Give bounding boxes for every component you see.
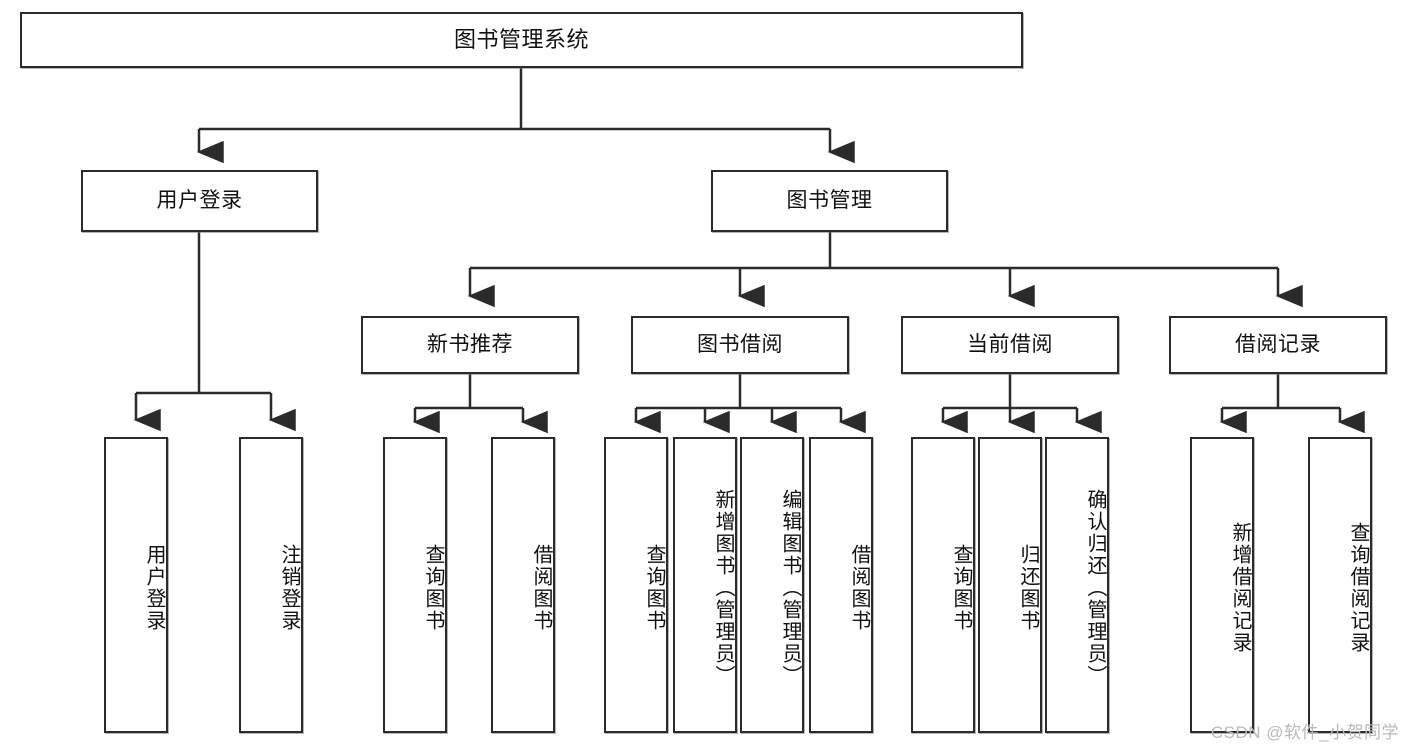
leaf-borrow-record-add-record[interactable]: 新增借阅记录: [1190, 437, 1254, 733]
leaf-label: 新增图书（管理员）: [712, 489, 734, 687]
leaf-book-borrow-query-book[interactable]: 查询图书: [604, 437, 668, 733]
leaf-label: 查询图书: [950, 544, 972, 632]
leaf-label: 查询图书: [422, 544, 444, 632]
node-new-book-recommend[interactable]: 新书推荐: [361, 316, 579, 374]
leaf-borrow-record-query-record[interactable]: 查询借阅记录: [1308, 437, 1372, 733]
csdn-watermark: CSDN @软件_小贺同学: [1210, 723, 1399, 742]
leaf-user-login-login[interactable]: 用户登录: [104, 437, 168, 733]
node-book-borrow[interactable]: 图书借阅: [631, 316, 849, 374]
leaf-label: 编辑图书（管理员）: [779, 489, 801, 687]
node-root-system[interactable]: 图书管理系统: [20, 12, 1023, 68]
leaf-label: 查询借阅记录: [1347, 522, 1369, 654]
leaf-current-borrow-query-book[interactable]: 查询图书: [911, 437, 975, 733]
leaf-label: 查询图书: [643, 544, 665, 632]
leaf-label: 借阅图书: [848, 544, 870, 632]
leaf-label: 借阅图书: [530, 544, 552, 632]
leaf-book-borrow-add-book[interactable]: 新增图书（管理员）: [673, 437, 737, 733]
node-new-book-recommend-label: 新书推荐: [427, 333, 513, 357]
node-book-management-label: 图书管理: [786, 189, 873, 213]
node-book-borrow-label: 图书借阅: [697, 333, 783, 357]
leaf-label: 确认归还（管理员）: [1084, 489, 1106, 687]
leaf-book-borrow-borrow-book[interactable]: 借阅图书: [809, 437, 873, 733]
leaf-new-book-query-book[interactable]: 查询图书: [383, 437, 447, 733]
node-root-label: 图书管理系统: [453, 26, 589, 52]
leaf-label: 用户登录: [143, 544, 165, 632]
leaf-label: 归还图书: [1017, 544, 1039, 632]
node-user-login-label: 用户登录: [156, 189, 243, 213]
leaf-new-book-borrow-book[interactable]: 借阅图书: [491, 437, 555, 733]
node-book-management[interactable]: 图书管理: [711, 170, 948, 232]
node-user-login[interactable]: 用户登录: [81, 170, 318, 232]
node-borrow-record[interactable]: 借阅记录: [1169, 316, 1387, 374]
leaf-current-borrow-confirm-return[interactable]: 确认归还（管理员）: [1045, 437, 1109, 733]
node-current-borrow-label: 当前借阅: [967, 333, 1053, 357]
leaf-label: 注销登录: [278, 544, 300, 632]
leaf-label: 新增借阅记录: [1229, 522, 1251, 654]
node-current-borrow[interactable]: 当前借阅: [901, 316, 1119, 374]
leaf-current-borrow-return-book[interactable]: 归还图书: [978, 437, 1042, 733]
leaf-book-borrow-edit-book[interactable]: 编辑图书（管理员）: [740, 437, 804, 733]
leaf-user-login-logout[interactable]: 注销登录: [239, 437, 303, 733]
node-borrow-record-label: 借阅记录: [1235, 333, 1321, 357]
